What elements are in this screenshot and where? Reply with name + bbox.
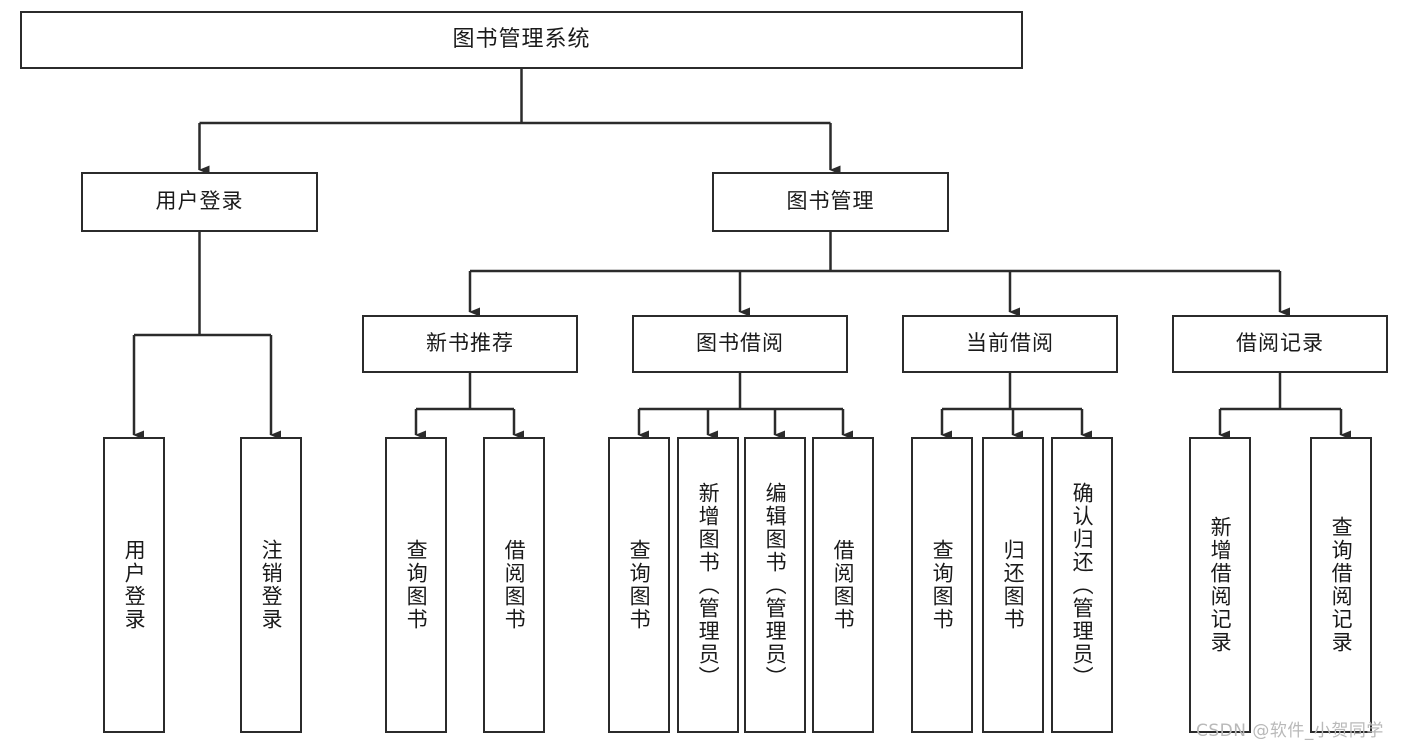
node-leaf-bb-add[interactable]: 新增图书（管理员） [677,437,739,733]
node-user-login[interactable]: 用户登录 [81,172,318,232]
node-leaf-cb-query-label: 查询图书 [930,539,955,631]
node-leaf-br-query-label: 查询借阅记录 [1329,516,1354,654]
node-current-borrow[interactable]: 当前借阅 [902,315,1118,373]
node-leaf-user-login[interactable]: 用户登录 [103,437,165,733]
node-leaf-nb-query-label: 查询图书 [404,539,429,631]
node-leaf-br-query[interactable]: 查询借阅记录 [1310,437,1372,733]
node-leaf-bb-edit-label: 编辑图书（管理员） [763,481,788,689]
node-borrow-record[interactable]: 借阅记录 [1172,315,1388,373]
node-leaf-cb-confirm[interactable]: 确认归还（管理员） [1051,437,1113,733]
node-book-manage-label: 图书管理 [786,189,875,214]
node-leaf-bb-query-label: 查询图书 [627,539,652,631]
node-leaf-cb-confirm-label: 确认归还（管理员） [1070,481,1095,689]
node-book-borrow[interactable]: 图书借阅 [632,315,848,373]
node-leaf-cb-return-label: 归还图书 [1001,539,1026,631]
node-leaf-nb-query[interactable]: 查询图书 [385,437,447,733]
node-book-manage[interactable]: 图书管理 [712,172,949,232]
node-user-login-label: 用户登录 [155,189,244,214]
node-leaf-br-add-label: 新增借阅记录 [1208,516,1233,654]
node-leaf-bb-edit[interactable]: 编辑图书（管理员） [744,437,806,733]
node-leaf-nb-borrow-label: 借阅图书 [502,539,527,631]
node-root-label: 图书管理系统 [452,26,591,52]
node-new-book-recommend[interactable]: 新书推荐 [362,315,578,373]
node-new-book-recommend-label: 新书推荐 [426,331,514,356]
node-leaf-bb-query[interactable]: 查询图书 [608,437,670,733]
node-leaf-user-login-label: 用户登录 [122,539,147,631]
node-book-borrow-label: 图书借阅 [696,331,784,356]
node-borrow-record-label: 借阅记录 [1236,331,1324,356]
node-leaf-user-logout[interactable]: 注销登录 [240,437,302,733]
node-leaf-user-logout-label: 注销登录 [259,539,284,631]
node-leaf-bb-add-label: 新增图书（管理员） [696,481,721,689]
node-current-borrow-label: 当前借阅 [966,331,1054,356]
csdn-watermark: CSDN @软件_小贺同学 [1196,721,1384,741]
node-leaf-cb-return[interactable]: 归还图书 [982,437,1044,733]
node-leaf-bb-borrow-label: 借阅图书 [831,539,856,631]
node-leaf-nb-borrow[interactable]: 借阅图书 [483,437,545,733]
node-leaf-br-add[interactable]: 新增借阅记录 [1189,437,1251,733]
node-root[interactable]: 图书管理系统 [20,11,1023,69]
node-leaf-bb-borrow[interactable]: 借阅图书 [812,437,874,733]
node-leaf-cb-query[interactable]: 查询图书 [911,437,973,733]
